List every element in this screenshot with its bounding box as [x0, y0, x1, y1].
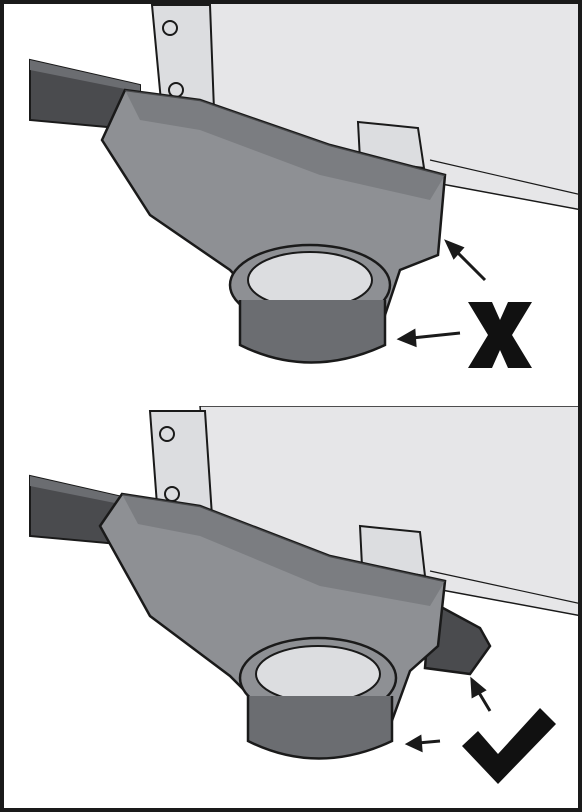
incorrect-illustration — [29, 0, 582, 368]
arrow-pointer — [404, 676, 492, 753]
checkmark-icon — [462, 708, 556, 784]
panel-incorrect — [29, 0, 582, 368]
panel-correct — [0, 406, 582, 812]
arrow-pointer — [396, 239, 487, 348]
correct-illustration — [29, 406, 582, 784]
x-cross-icon — [468, 302, 532, 368]
